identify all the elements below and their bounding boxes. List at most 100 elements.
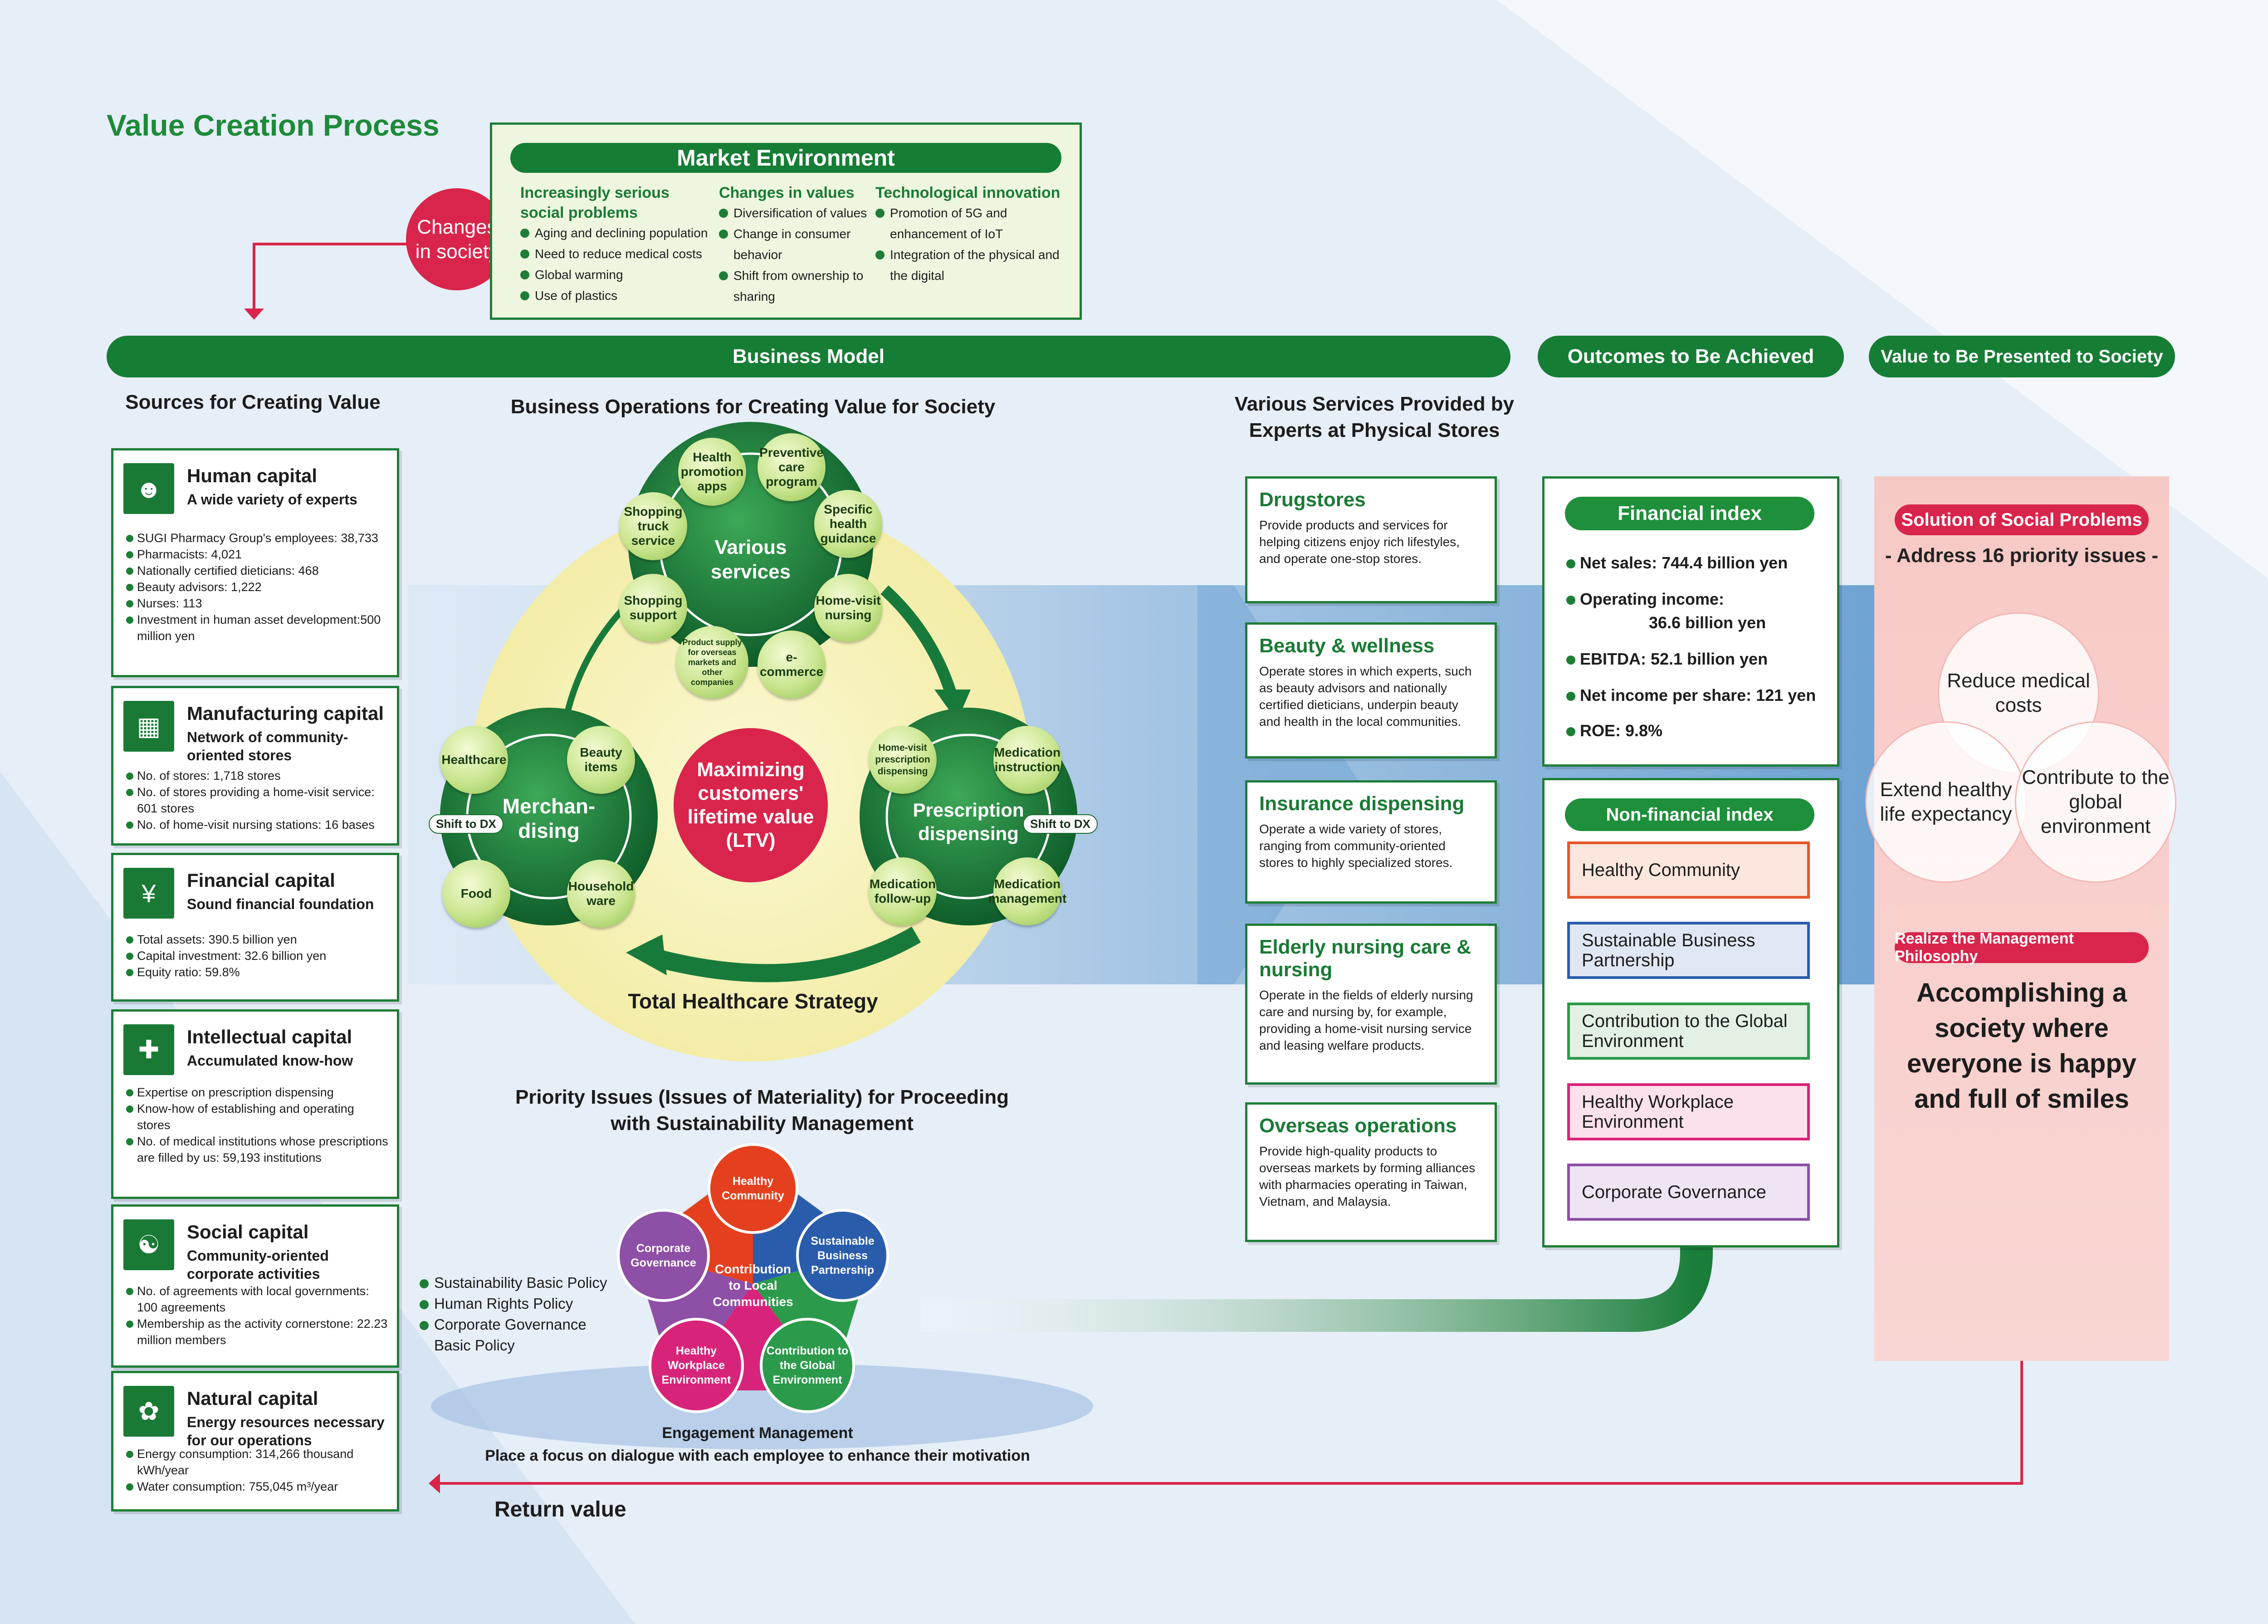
market-item: Diversification of values (719, 203, 873, 224)
ltv-circle: Maximizing customers' lifetime value (LT… (674, 728, 828, 882)
ball-health-apps: Health promotion apps (678, 438, 746, 506)
shift-to-dx-tag-right: Shift to DX (1023, 814, 1098, 834)
priority-governance: Corporate Governance (617, 1209, 710, 1302)
capital-subtitle: Network of community-oriented stores (187, 729, 348, 763)
value-bar: Value to Be Presented to Society (1869, 336, 2175, 377)
store-icon: ▦ (123, 701, 174, 752)
page-title: Value Creation Process (107, 108, 440, 142)
ball-home-visit-dispensing: Home-visit prescription dispensing (869, 726, 937, 794)
financial-item: Net income per share: 121 yen (1566, 684, 1816, 707)
service-card-elderly-care: Elderly nursing care & nursing Operate i… (1245, 924, 1497, 1085)
service-desc: Operate a wide variety of stores, rangin… (1259, 822, 1453, 870)
nonfinancial-index-title: Non-financial index (1565, 798, 1814, 831)
capital-item: No. of stores providing a home-visit ser… (126, 784, 389, 817)
capital-item: No. of agreements with local governments… (126, 1283, 389, 1316)
market-column-values: Changes in values Diversification of val… (719, 183, 873, 307)
capital-card-human: ☻ Human capital A wide variety of expert… (111, 448, 399, 677)
service-title: Beauty & wellness (1259, 635, 1435, 657)
capital-item: No. of home-visit nursing stations: 16 b… (126, 817, 389, 833)
ball-home-visit-nursing: Home-visit nursing (814, 574, 882, 642)
service-card-overseas: Overseas operations Provide high-quality… (1245, 1102, 1497, 1242)
priority-healthy-community: Healthy Community (708, 1143, 798, 1234)
capital-item: Know-how of establishing and operating s… (126, 1101, 389, 1133)
market-column-heading: Increasingly serious social problems (520, 184, 670, 221)
ball-medication-instruction: Medication instruction (993, 726, 1061, 794)
pill-icon: ✚ (123, 1024, 174, 1075)
ball-health-guidance: Specific health guidance (814, 490, 882, 558)
capital-subtitle: A wide variety of experts (187, 491, 357, 508)
market-item: Global warming (520, 264, 711, 285)
financial-item: Operating income: (1566, 587, 1724, 611)
service-desc: Operate in the fields of elderly nursing… (1259, 988, 1473, 1052)
business-model-bar: Business Model (107, 336, 1510, 377)
market-item: Aging and declining population (520, 223, 711, 244)
priority-workplace: Healthy Workplace Environment (649, 1318, 744, 1413)
capital-card-natural: ✿ Natural capital Energy resources neces… (111, 1371, 399, 1511)
strategy-label: Total Healthcare Strategy (628, 989, 878, 1013)
realize-philosophy-pill: Realize the Management Philosophy (1895, 930, 2149, 965)
operations-heading: Business Operations for Creating Value f… (510, 396, 996, 418)
financial-item: ROE: 9.8% (1566, 719, 1662, 743)
ball-food: Food (442, 860, 510, 928)
market-environment-title: Market Environment (510, 143, 1061, 173)
policy-list: Sustainability Basic Policy Human Rights… (420, 1272, 619, 1356)
market-item: Change in consumer behavior (719, 224, 873, 265)
capital-subtitle: Energy resources necessary for our opera… (187, 1414, 385, 1448)
leaf-icon: ✿ (123, 1386, 174, 1437)
merchandising-label: Merchan-dising (502, 794, 596, 842)
market-environment-panel: Market Environment Increasingly serious … (490, 122, 1082, 320)
market-item: Integration of the physical and the digi… (875, 245, 1061, 286)
ball-preventive-care: Preventive care program (758, 433, 826, 501)
ball-medication-follow-up: Medication follow-up (869, 857, 937, 925)
nonfinancial-index-box: Non-financial index Healthy Community Su… (1542, 778, 1839, 1247)
market-item: Promotion of 5G and enhancement of IoT (875, 203, 1061, 245)
ball-household-ware: Household ware (567, 860, 635, 928)
address-issues-text: - Address 16 priority issues - (1885, 544, 2159, 567)
capital-item: No. of medical institutions whose prescr… (126, 1133, 389, 1166)
philosophy-text: Accomplishing a society where everyone i… (1906, 978, 2137, 1114)
capital-card-financial: ¥ Financial capital Sound financial foun… (111, 853, 399, 1002)
service-title: Elderly nursing care & nursing (1259, 936, 1471, 981)
market-column-tech: Technological innovation Promotion of 5G… (875, 183, 1061, 286)
service-title: Overseas operations (1259, 1115, 1457, 1137)
capital-title: Intellectual capital (187, 1026, 352, 1047)
ball-ecommerce: e-commerce (758, 631, 826, 699)
coins-yen-icon: ¥ (123, 868, 174, 919)
service-title: Drugstores (1259, 489, 1366, 511)
return-value-label: Return value (494, 1497, 626, 1521)
ball-shopping-truck: Shopping truck service (619, 492, 687, 560)
financial-item: 36.6 billion yen (1649, 613, 1766, 632)
capital-card-manufacturing: ▦ Manufacturing capital Network of commu… (111, 686, 399, 846)
capital-item: Nurses: 113 (126, 595, 389, 611)
service-desc: Provide high-quality products to oversea… (1259, 1144, 1476, 1208)
capital-card-social: ☯ Social capital Community-oriented corp… (111, 1204, 399, 1368)
ball-healthcare: Healthcare (440, 726, 508, 794)
capital-item: Pharmacists: 4,021 (126, 546, 389, 563)
shift-to-dx-tag-left: Shift to DX (429, 814, 503, 834)
capital-item: Energy consumption: 314,266 thousand kWh… (126, 1446, 389, 1478)
value-panel: Solution of Social Problems - Address 16… (1865, 476, 2176, 1361)
capital-item: Equity ratio: 59.8% (126, 964, 389, 980)
market-column-heading: Technological innovation (875, 184, 1061, 201)
market-column-heading: Changes in values (719, 184, 855, 201)
solution-pill: Solution of Social Problems (1895, 504, 2149, 535)
financial-index-box: Financial index Net sales: 744.4 billion… (1542, 476, 1839, 767)
value-circle-global-env: Contribute to the global environment (2015, 721, 2176, 883)
capital-card-intellectual: ✚ Intellectual capital Accumulated know-… (111, 1009, 399, 1199)
outcomes-bar: Outcomes to Be Achieved (1538, 336, 1844, 377)
financial-item: Net sales: 744.4 billion yen (1566, 551, 1788, 575)
handshake-icon: ☯ (123, 1219, 174, 1270)
nonfinancial-item-workplace: Healthy Workplace Environment (1567, 1083, 1810, 1140)
priority-center-label: Contribution to Local Communities (713, 1262, 793, 1309)
capital-title: Human capital (187, 465, 318, 486)
market-item: Need to reduce medical costs (520, 244, 711, 264)
capital-item: Membership as the activity cornerstone: … (126, 1316, 389, 1348)
capital-item: Nationally certified dieticians: 468 (126, 563, 389, 579)
financial-index-title: Financial index (1565, 497, 1814, 530)
value-circle-healthy-life: Extend healthy life expectancy (1865, 721, 2027, 883)
capital-title: Social capital (187, 1221, 309, 1242)
nonfinancial-item-healthy-community: Healthy Community (1567, 841, 1810, 899)
prescription-label: Prescription dispensing (913, 799, 1024, 844)
ball-product-supply: Product supply for overseas markets and … (676, 626, 748, 699)
capital-item: Beauty advisors: 1,222 (126, 579, 389, 595)
